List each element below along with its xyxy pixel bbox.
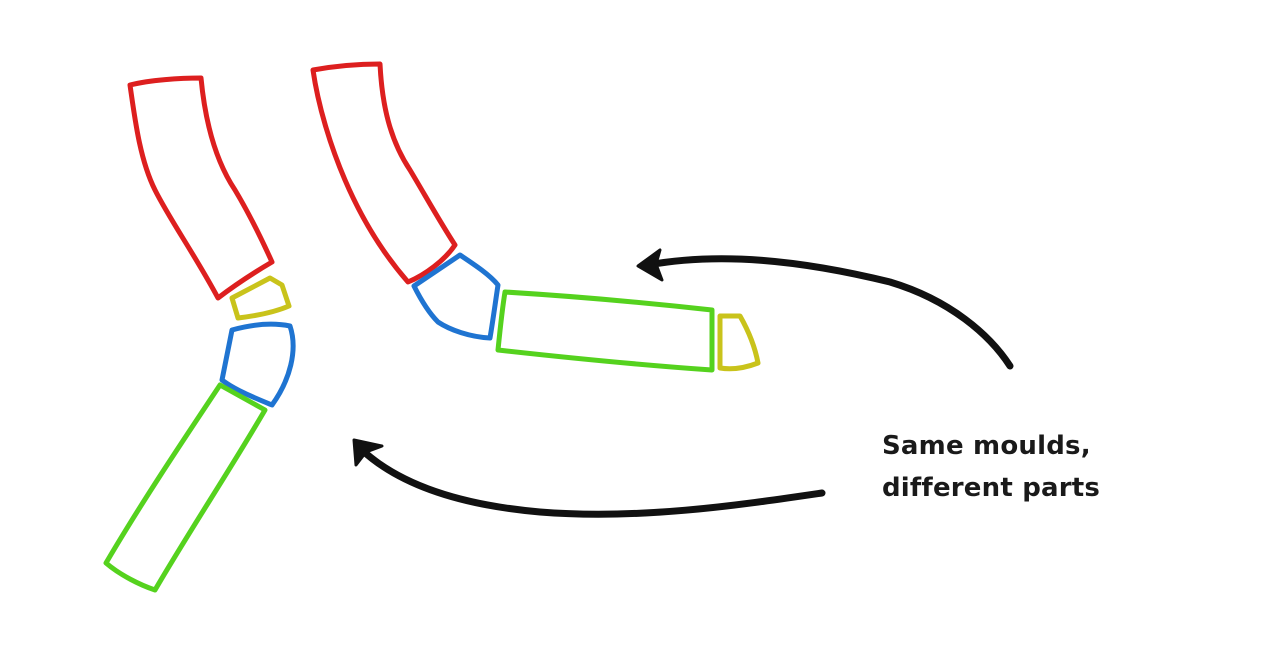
caption: Same moulds, different parts: [882, 425, 1100, 509]
right-blue-part: [411, 252, 501, 341]
caption-line-2: different parts: [882, 473, 1101, 503]
right-assembly: [310, 61, 761, 373]
upper-arrow-head: [636, 248, 664, 282]
left-green-part: [103, 382, 268, 593]
right-yellow-part: [717, 313, 761, 372]
upper-arrow-shaft: [644, 255, 1014, 370]
left-red-part: [127, 75, 275, 301]
left-assembly: [103, 75, 296, 593]
right-green-part: [495, 289, 715, 373]
arrows: [352, 248, 1014, 518]
caption-line-1: Same moulds,: [882, 431, 1091, 461]
lower-arrow-head: [352, 438, 384, 467]
lower-arrow: [352, 438, 826, 518]
right-red-part: [310, 61, 458, 285]
lower-arrow-shaft: [358, 446, 826, 518]
left-yellow-part: [229, 275, 292, 321]
upper-arrow: [636, 248, 1014, 370]
left-blue-part: [219, 321, 296, 408]
